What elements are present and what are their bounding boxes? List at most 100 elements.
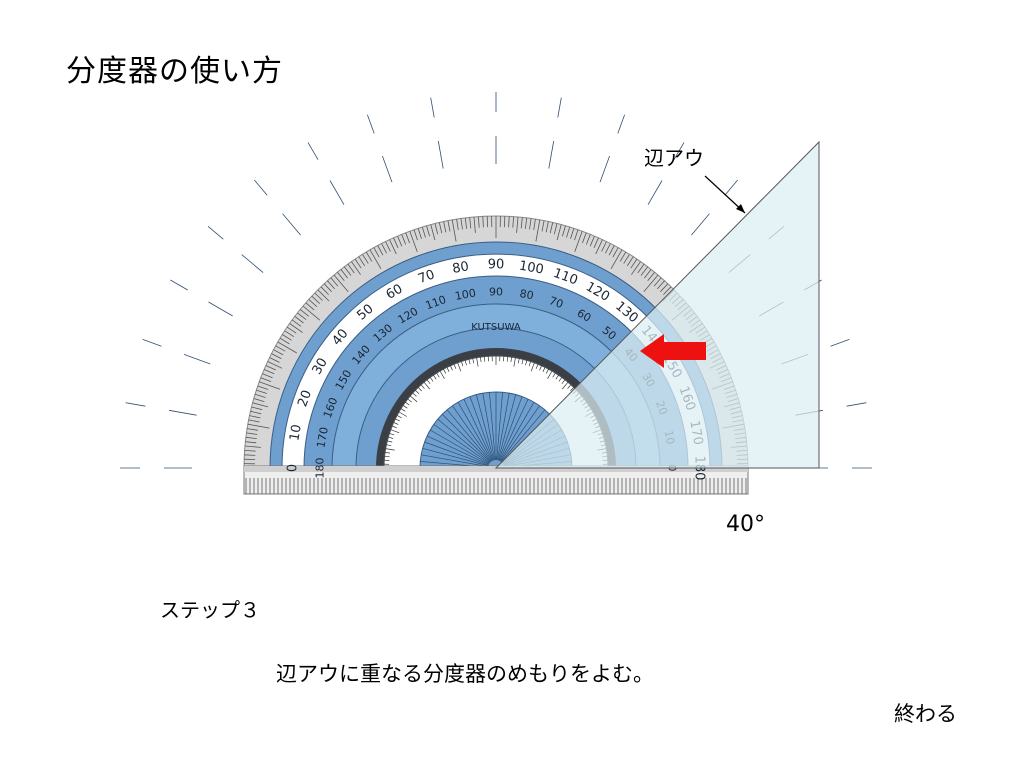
outer-tick xyxy=(417,228,422,239)
outer-tick xyxy=(643,274,659,293)
inner-tick xyxy=(472,358,475,364)
outer-tick xyxy=(421,226,426,238)
center-ray xyxy=(489,392,496,461)
inner-scale-label: 60 xyxy=(575,306,594,324)
outer-tick xyxy=(610,249,623,270)
inner-tick xyxy=(429,377,434,382)
outer-tick xyxy=(327,280,335,290)
outer-tick xyxy=(314,292,323,301)
outer-tick xyxy=(630,258,638,269)
outer-tick xyxy=(593,237,599,248)
inner-tick xyxy=(402,405,408,409)
inner-scale-label: 90 xyxy=(489,286,503,299)
outer-tick xyxy=(248,419,260,423)
center-ray xyxy=(426,435,489,465)
outer-tick xyxy=(333,274,349,293)
outer-tick xyxy=(426,225,430,237)
inner-tick xyxy=(567,384,572,389)
outer-tick xyxy=(529,218,532,230)
outer-tick xyxy=(553,223,558,235)
outer-scale-label: 0 xyxy=(286,464,301,472)
outer-scale-label: 70 xyxy=(416,267,437,287)
outer-scale-label: 60 xyxy=(384,282,406,303)
outer-tick xyxy=(508,216,510,228)
outer-tick xyxy=(456,219,459,231)
inner-tick xyxy=(530,362,535,372)
inner-tick xyxy=(426,379,431,384)
band-divider xyxy=(548,140,555,169)
inner-tick xyxy=(405,401,410,406)
outer-tick xyxy=(447,220,451,232)
inner-scale-label: 80 xyxy=(519,287,535,302)
outer-tick xyxy=(305,302,315,311)
outer-tick xyxy=(269,357,280,363)
outer-tick xyxy=(516,216,519,233)
outer-tick xyxy=(289,323,303,333)
center-ray xyxy=(500,405,540,462)
center-ray xyxy=(497,394,517,461)
center-ray xyxy=(437,418,491,464)
ring-divider xyxy=(142,339,162,347)
band-divider xyxy=(183,354,211,365)
inner-tick xyxy=(384,455,390,458)
outer-tick xyxy=(605,243,611,254)
ring-divider xyxy=(170,279,188,291)
inner-tick xyxy=(420,384,425,389)
inner-tick xyxy=(392,425,397,429)
band-divider xyxy=(382,155,393,183)
outer-tick xyxy=(525,217,528,229)
outer-tick xyxy=(299,309,309,317)
outer-tick xyxy=(653,277,662,287)
inner-scale-label: 100 xyxy=(454,286,477,302)
inner-tick xyxy=(385,452,391,454)
outer-tick xyxy=(377,245,384,256)
protractor-brand: KUTSUWA xyxy=(471,322,521,333)
inner-tick xyxy=(528,361,531,367)
outer-tick xyxy=(601,241,607,252)
angle-reading: 40° xyxy=(726,512,765,537)
outer-tick xyxy=(545,221,549,233)
band-divider xyxy=(647,180,663,205)
outer-tick xyxy=(244,450,256,452)
center-ray xyxy=(497,393,510,461)
outer-tick xyxy=(369,249,382,270)
outer-tick xyxy=(259,381,281,390)
outer-tick xyxy=(291,319,302,327)
end-button[interactable]: 終わる xyxy=(894,702,957,726)
outer-tick xyxy=(464,217,467,229)
inner-tick xyxy=(561,379,566,384)
inner-tick xyxy=(476,357,479,367)
outer-tick xyxy=(443,221,447,233)
inner-tick xyxy=(545,368,549,374)
inner-tick xyxy=(457,362,462,372)
ring-divider xyxy=(125,402,146,407)
inner-scale-label: 170 xyxy=(314,426,330,449)
inner-tick xyxy=(415,389,420,394)
outer-tick xyxy=(297,312,307,320)
ring-divider xyxy=(307,142,319,160)
band-divider xyxy=(241,254,264,273)
outer-tick xyxy=(460,218,463,230)
outer-tick xyxy=(644,269,652,279)
inner-tick xyxy=(483,356,486,362)
inner-tick xyxy=(443,368,447,374)
outer-tick xyxy=(631,261,641,275)
outer-tick xyxy=(271,353,282,359)
outer-tick xyxy=(257,385,269,390)
outer-tick xyxy=(619,251,627,262)
outer-tick xyxy=(265,365,276,371)
inner-tick xyxy=(525,360,528,366)
inner-tick xyxy=(506,356,509,362)
inner-tick xyxy=(385,448,395,451)
ring-divider xyxy=(830,339,850,347)
outer-tick xyxy=(354,258,362,269)
outer-tick xyxy=(347,263,355,274)
inner-tick xyxy=(387,440,393,443)
ring-divider xyxy=(673,142,685,160)
outer-tick xyxy=(595,239,603,255)
outer-tick xyxy=(385,241,391,252)
ring-divider xyxy=(430,97,435,118)
outer-tick xyxy=(343,266,352,276)
outer-scale-label: 10 xyxy=(287,423,305,442)
ring-divider xyxy=(617,114,625,134)
